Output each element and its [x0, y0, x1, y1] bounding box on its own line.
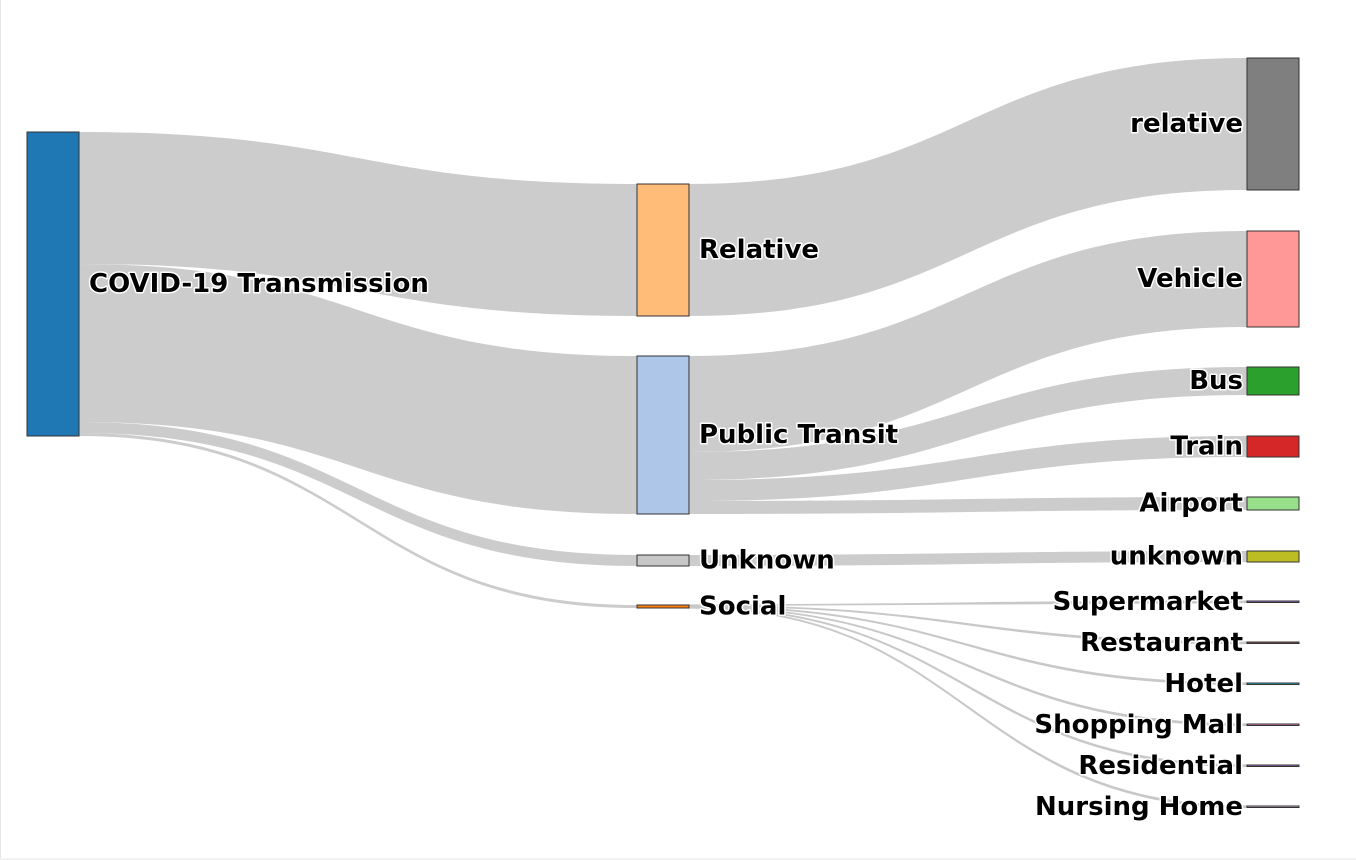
node-label-vehicle: Vehicle — [1137, 264, 1243, 294]
node-train[interactable] — [1246, 435, 1300, 458]
node-residential[interactable] — [1246, 764, 1300, 767]
node-label-mall: Shopping Mall — [1034, 710, 1243, 740]
bottom-divider — [0, 858, 1356, 860]
node-unknown2[interactable] — [1246, 550, 1300, 563]
sankey-nodes — [26, 57, 1300, 808]
node-nursing[interactable] — [1246, 805, 1300, 808]
node-label-airport: Airport — [1139, 489, 1243, 519]
link-covid-to-transit — [79, 264, 637, 514]
sankey-links — [79, 58, 1248, 809]
node-label-residential: Residential — [1078, 751, 1243, 781]
node-social[interactable] — [636, 604, 690, 609]
node-label-transit: Public Transit — [699, 420, 898, 450]
link-covid-to-relative — [79, 132, 637, 316]
node-label-relative2: relative — [1130, 109, 1243, 139]
node-label-train: Train — [1170, 432, 1243, 462]
link-transit-to-bus — [689, 367, 1247, 480]
node-airport[interactable] — [1246, 496, 1300, 511]
node-mall[interactable] — [1246, 723, 1300, 726]
node-label-unknown2: unknown — [1110, 542, 1243, 572]
node-label-social: Social — [699, 592, 786, 622]
node-unknown[interactable] — [636, 554, 690, 567]
link-transit-to-train — [689, 436, 1247, 501]
node-bus[interactable] — [1246, 366, 1300, 396]
node-relative[interactable] — [636, 183, 690, 317]
node-label-covid: COVID-19 Transmission — [89, 269, 429, 299]
node-covid[interactable] — [26, 131, 80, 437]
node-hotel[interactable] — [1246, 682, 1300, 685]
link-transit-to-airport — [689, 497, 1247, 514]
node-label-restaurant: Restaurant — [1080, 628, 1243, 658]
node-label-supermarket: Supermarket — [1053, 587, 1243, 617]
node-label-relative: Relative — [699, 235, 819, 265]
node-relative2[interactable] — [1246, 57, 1300, 191]
node-label-unknown: Unknown — [699, 546, 835, 576]
link-relative-to-relative2 — [689, 58, 1247, 316]
link-covid-to-social — [79, 433, 637, 608]
link-transit-to-vehicle — [689, 231, 1247, 452]
node-label-hotel: Hotel — [1164, 669, 1243, 699]
link-unknown-to-unknown2 — [689, 551, 1247, 566]
frame-edge — [0, 0, 1, 860]
node-restaurant[interactable] — [1246, 641, 1300, 644]
node-label-bus: Bus — [1189, 366, 1243, 396]
node-supermarket[interactable] — [1246, 600, 1300, 603]
node-label-nursing: Nursing Home — [1035, 792, 1243, 822]
node-vehicle[interactable] — [1246, 230, 1300, 328]
node-transit[interactable] — [636, 355, 690, 515]
link-covid-to-unknown — [79, 422, 637, 566]
